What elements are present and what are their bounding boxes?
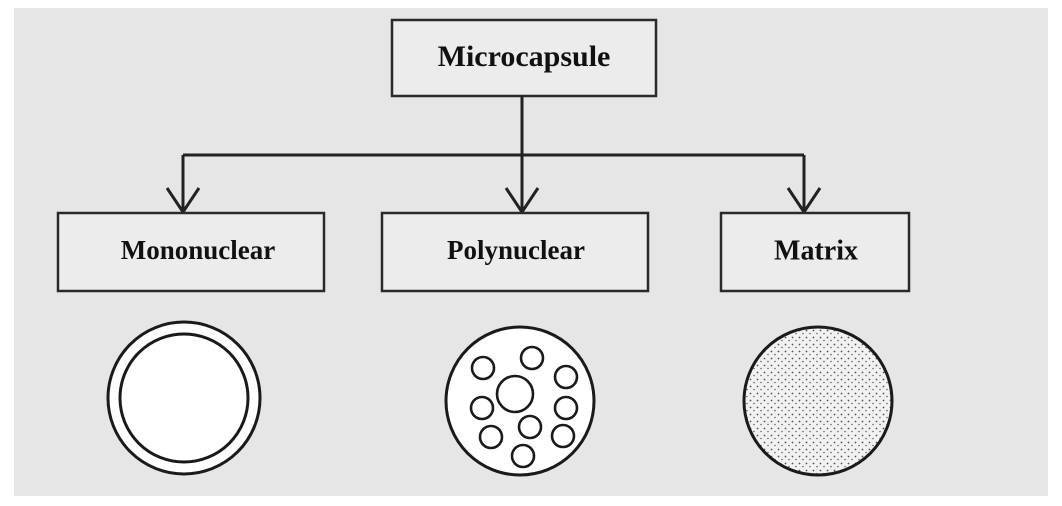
polynuclear-box [380,211,650,293]
node-matrix: Matrix [719,211,911,293]
mononuclear-label: Mononuclear [121,235,276,265]
node-polynuclear: Polynuclear [380,211,650,293]
root-node: Microcapsule [390,18,658,98]
node-mononuclear: Mononuclear [56,211,326,293]
matrix-box [719,211,911,293]
matrix-label: Matrix [774,235,858,266]
polynuclear-capsule-icon [444,325,596,477]
mononuclear-box [56,211,326,293]
matrix-capsule-icon [742,325,894,477]
mononuclear-capsule-icon [106,320,262,476]
root-label: Microcapsule [438,40,611,73]
polynuclear-label: Polynuclear [447,235,585,265]
root-box [390,18,658,98]
